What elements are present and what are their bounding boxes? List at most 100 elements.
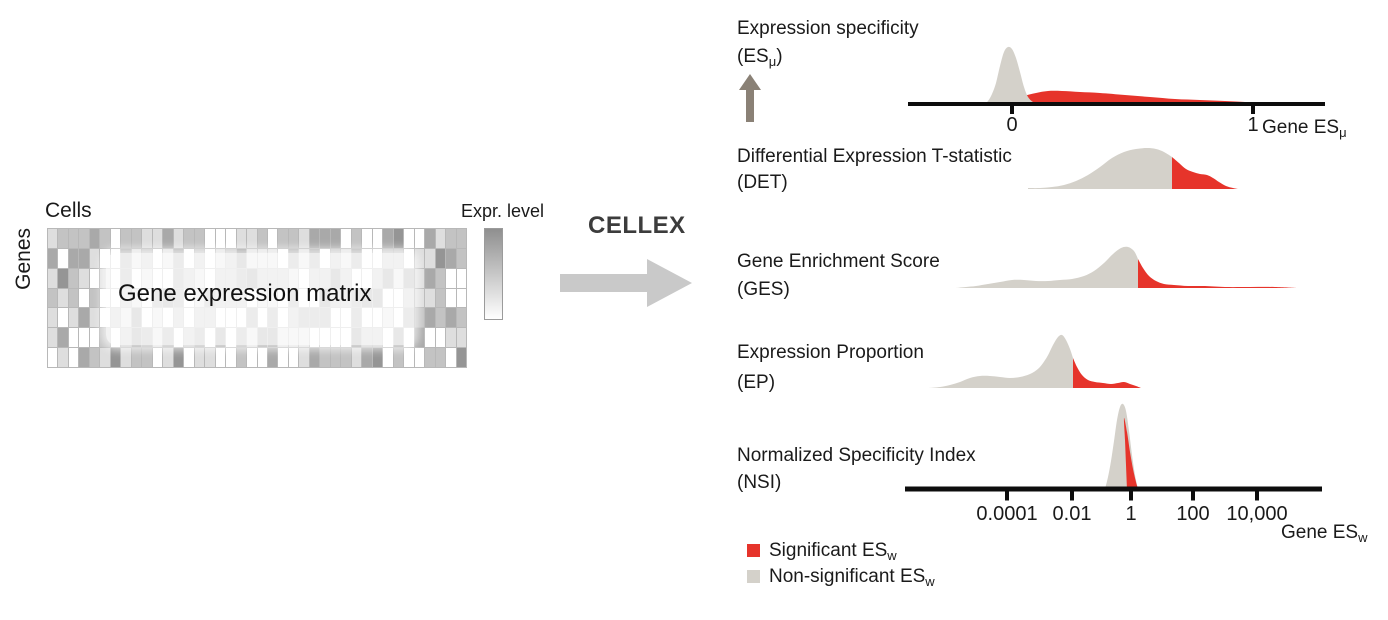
matrix-cell: [79, 248, 89, 268]
matrix-cell: [278, 229, 288, 248]
matrix-cell: [456, 268, 466, 288]
matrix-cell: [456, 288, 466, 308]
matrix-cell: [341, 229, 351, 248]
matrix-cell: [215, 348, 226, 367]
matrix-cell: [100, 288, 110, 308]
matrix-cell: [288, 229, 299, 248]
tick-label-es_mu: 0: [1006, 114, 1017, 136]
matrix-cell: [288, 348, 299, 367]
matrix-cell: [456, 248, 466, 268]
panel-title-ges: Gene Enrichment Score: [737, 251, 940, 272]
matrix-cell: [48, 348, 58, 367]
tick-es_w: [1255, 491, 1259, 501]
matrix-cell: [48, 248, 58, 268]
matrix-cell: [435, 268, 446, 288]
matrix-cell: [68, 229, 79, 248]
panel-abbr-ges: (GES): [737, 279, 790, 300]
matrix-cell: [131, 229, 142, 248]
legend-item-significant: Significant ESw: [747, 540, 897, 563]
matrix-cell: [173, 229, 184, 248]
tick-es_w: [1005, 491, 1009, 501]
matrix-cell: [351, 348, 362, 367]
matrix-cell: [309, 229, 320, 248]
matrix-cell: [446, 288, 456, 308]
tick-es_mu: [1251, 106, 1255, 114]
density-NSI-significant: [1123, 417, 1138, 489]
matrix-cell: [205, 348, 215, 367]
matrix-cell: [446, 248, 456, 268]
legend-label-significant: Significant ESw: [769, 540, 897, 563]
matrix-cell: [247, 348, 257, 367]
matrix-cell: [194, 348, 205, 367]
matrix-cell: [330, 229, 341, 248]
matrix-cell: [89, 248, 100, 268]
matrix-cell: [121, 229, 131, 248]
tick-label-es_w: 0.0001: [976, 503, 1037, 525]
matrix-cell: [425, 229, 435, 248]
matrix-cell: [152, 348, 163, 367]
panel-abbr-ep: (EP): [737, 372, 776, 393]
tick-label-es_w: 100: [1176, 503, 1209, 525]
cellex-arrow-icon: [560, 259, 692, 307]
matrix-cell: [58, 328, 68, 348]
matrix-cell: [320, 229, 330, 248]
matrix-cell: [425, 308, 435, 328]
matrix-cell: [110, 229, 121, 248]
matrix-cell: [456, 308, 466, 328]
axis-label-gene-es-w: Gene ESw: [1281, 522, 1368, 545]
matrix-cell: [68, 248, 79, 268]
tick-label-es_w: 10,000: [1226, 503, 1287, 525]
density-GES-nonsignificant: [956, 246, 1138, 288]
axis-es_mu: [908, 102, 1325, 106]
matrix-cell: [425, 328, 435, 348]
panel-abbr-nsi: (NSI): [737, 472, 782, 493]
matrix-cell: [79, 328, 89, 348]
matrix-cell: [425, 248, 435, 268]
matrix-cell: [58, 229, 68, 248]
matrix-cell: [142, 229, 152, 248]
matrix-cell: [58, 288, 68, 308]
matrix-cell: [100, 268, 110, 288]
matrix-cell: [100, 229, 110, 248]
matrix-cell: [446, 268, 456, 288]
matrix-cell: [48, 308, 58, 328]
matrix-cell: [299, 229, 309, 248]
matrix-cell: [247, 229, 257, 248]
matrix-cell: [79, 308, 89, 328]
matrix-cell: [404, 348, 414, 367]
matrix-cell: [435, 229, 446, 248]
matrix-cell: [100, 328, 110, 348]
matrix-cell: [48, 268, 58, 288]
legend-swatch-significant-icon: [747, 544, 760, 557]
matrix-cell: [184, 229, 194, 248]
matrix-cell: [456, 328, 466, 348]
density-EP-significant: [1073, 358, 1141, 388]
matrix-cell: [414, 348, 425, 367]
matrix-cell: [351, 229, 362, 248]
matrix-cell: [68, 268, 79, 288]
matrix-cell: [435, 288, 446, 308]
up-arrow-icon: [739, 74, 761, 122]
matrix-cell: [89, 348, 100, 367]
tick-label-es_mu: 1: [1247, 114, 1258, 136]
matrix-cell: [100, 248, 110, 268]
tick-es_w: [1191, 491, 1195, 501]
matrix-cell: [79, 268, 89, 288]
panel-abbr-det: (DET): [737, 172, 788, 193]
matrix-cell: [184, 348, 194, 367]
matrix-cell: [404, 229, 414, 248]
matrix-cell: [68, 328, 79, 348]
matrix-cell: [456, 229, 466, 248]
matrix-cell: [435, 328, 446, 348]
matrix-cell: [236, 348, 247, 367]
matrix-cell: [48, 288, 58, 308]
matrix-cell: [435, 248, 446, 268]
density-ES_mu-significant: [1006, 90, 1264, 104]
density-GES-significant: [1138, 259, 1297, 288]
matrix-cell: [446, 229, 456, 248]
matrix-cell: [152, 229, 163, 248]
matrix-cell: [425, 348, 435, 367]
matrix-cell: [425, 288, 435, 308]
